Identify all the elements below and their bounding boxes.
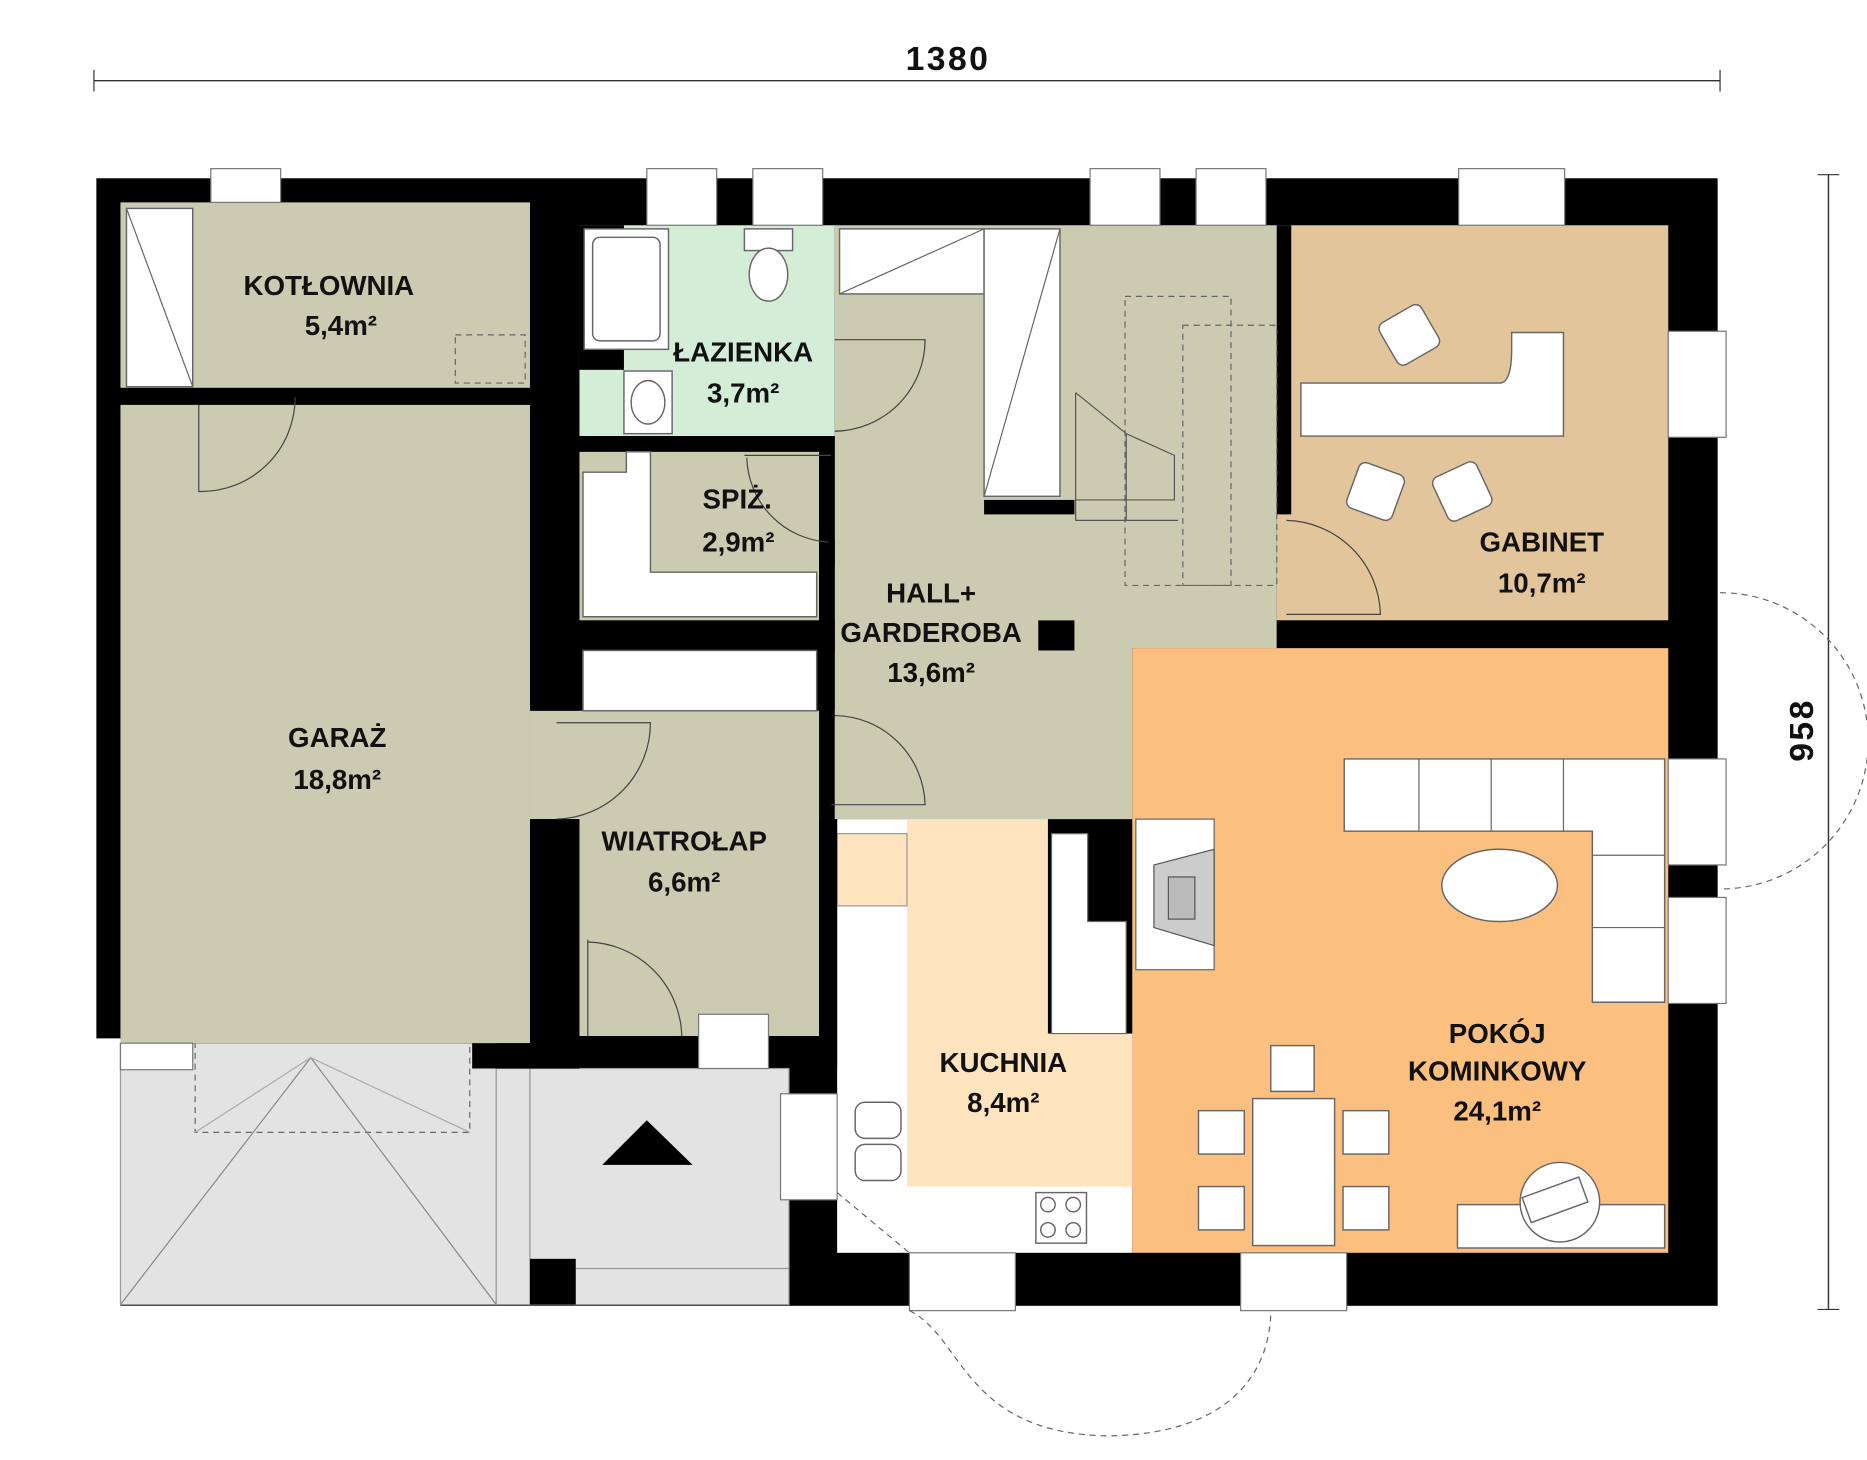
dining-table: [1251, 1097, 1336, 1247]
room-area-wiatrolap: 6,6m²: [648, 866, 720, 897]
room-label-garaz: GARAŻ: [288, 722, 387, 753]
depth-dimension-label: 958: [1783, 698, 1821, 762]
office-chair: [1378, 303, 1441, 366]
windows: [119, 168, 1727, 1312]
office-chair: [1345, 461, 1406, 522]
boiler: [454, 334, 526, 384]
doors: [198, 339, 1867, 1437]
garage-driveway: [119, 1042, 497, 1306]
room-label-kuchnia: KUCHNIA: [940, 1047, 1068, 1078]
room-label-kominkowy: KOMINKOWY: [1408, 1056, 1587, 1087]
room-label-garderoba: GARDEROBA: [840, 617, 1022, 648]
kitchen-sink: [854, 1101, 902, 1140]
room-hall: [834, 225, 1277, 820]
room-label-hall: HALL+: [886, 577, 976, 608]
toilet: [743, 228, 794, 252]
width-dimension: 1380: [93, 40, 1721, 92]
width-dimension-label: 1380: [906, 40, 991, 78]
room-area-kuchnia: 8,4m²: [967, 1087, 1039, 1118]
room-garaz: [120, 404, 530, 1044]
room-label-lazienka: ŁAZIENKA: [673, 336, 813, 367]
coffee-table: [1441, 848, 1559, 923]
desk: [1300, 331, 1565, 437]
room-area-hall: 13,6m²: [887, 657, 975, 688]
room-label-kotlownia: KOTŁOWNIA: [243, 270, 414, 301]
staircase: [1075, 295, 1278, 587]
room-area-gabinet: 10,7m²: [1498, 568, 1586, 599]
depth-dimension: 958: [1783, 174, 1840, 1311]
room-label-wiatrolap: WIATROŁAP: [601, 825, 767, 856]
room-label-gabinet: GABINET: [1479, 527, 1604, 558]
office-chair: [1431, 461, 1493, 522]
room-wiatrolap: [529, 710, 835, 1036]
room-area-garaz: 18,8m²: [293, 764, 381, 795]
room-area-pokoj: 24,1m²: [1453, 1095, 1541, 1126]
wardrobe: [582, 649, 818, 712]
room-area-kotlownia: 5,4m²: [305, 310, 377, 341]
room-area-spiz: 2,9m²: [702, 527, 774, 558]
room-label-pokoj: POKÓJ: [1449, 1018, 1546, 1049]
room-area-lazienka: 3,7m²: [707, 377, 779, 408]
sofa: [1343, 758, 1666, 1003]
pantry-shelves: [582, 451, 818, 618]
room-label-spiz: SPIŻ.: [703, 483, 772, 514]
entrance-arrow-icon: [602, 1120, 693, 1165]
